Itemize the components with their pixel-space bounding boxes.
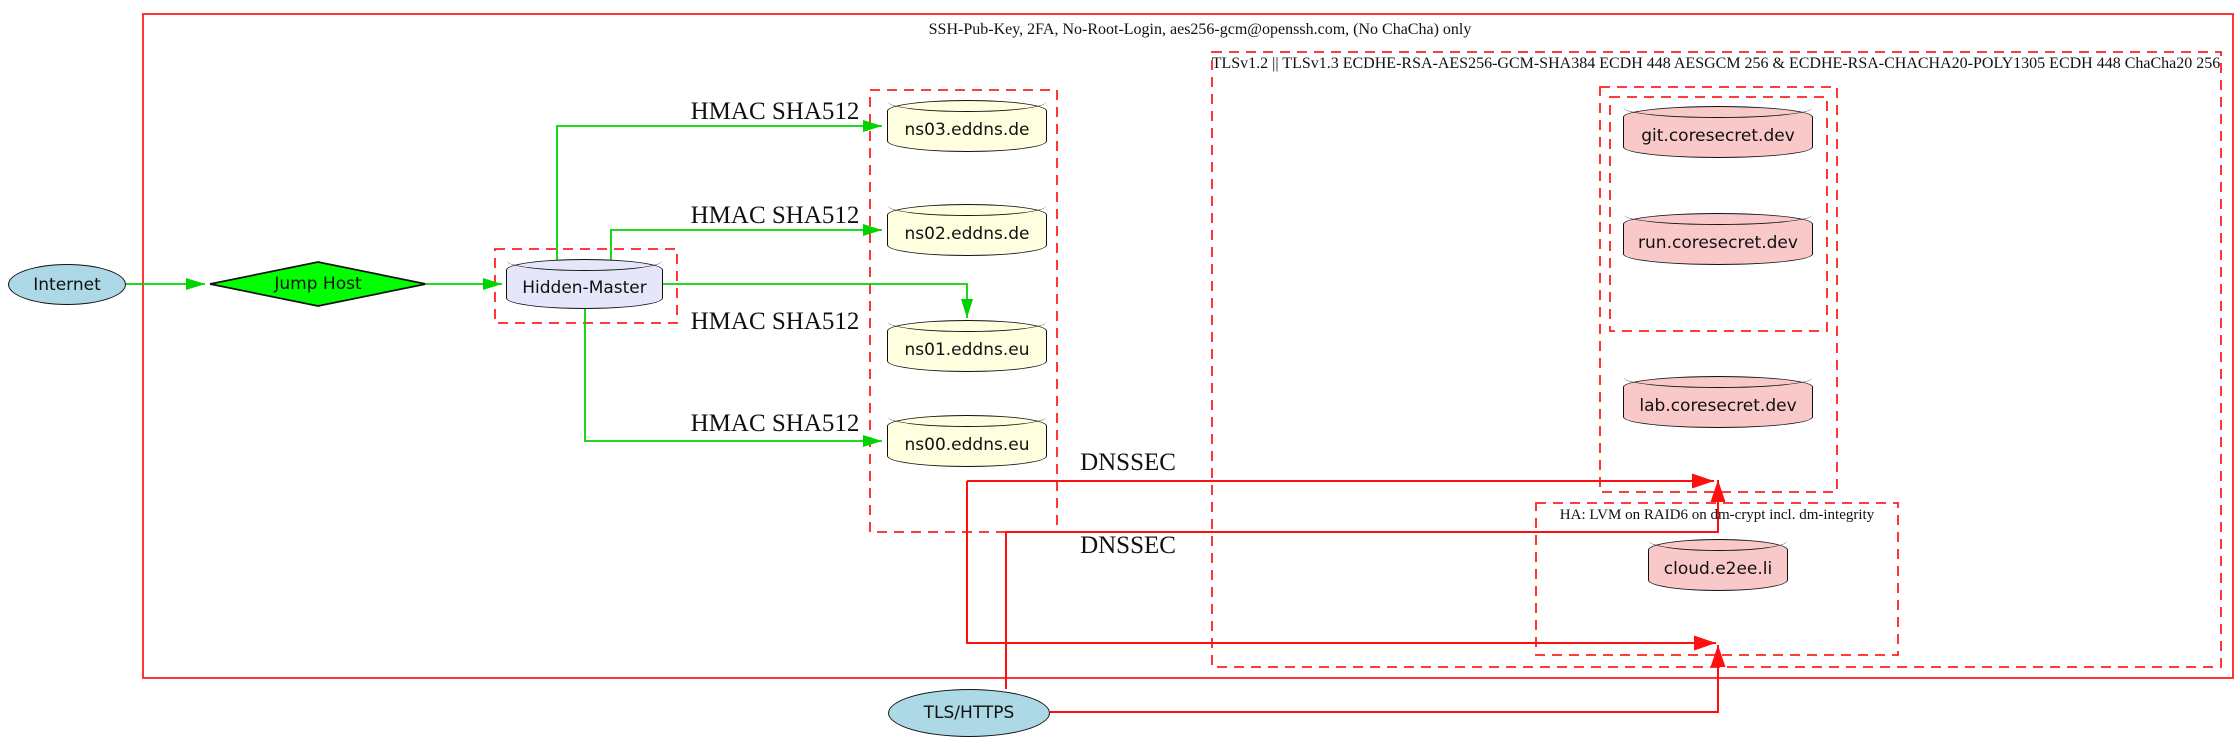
- node-jump-host: Jump Host: [274, 274, 362, 294]
- cluster-coresecret-inner-border: [1609, 96, 1828, 332]
- node-git-coresecret: git.coresecret.dev: [1623, 106, 1813, 158]
- edge-tlshttps-to-cloud: [1050, 645, 1726, 713]
- node-tls-https: TLS/HTTPS: [888, 689, 1050, 737]
- node-ns03: ns03.eddns.de: [887, 100, 1047, 152]
- edge-label-hmac-ns01: HMAC SHA512: [690, 308, 860, 335]
- edge-dnssec-lower: [966, 481, 1716, 651]
- edge-label-hmac-ns02: HMAC SHA512: [690, 202, 860, 229]
- node-ns00: ns00.eddns.eu: [887, 415, 1047, 467]
- node-lab-coresecret: lab.coresecret.dev: [1623, 376, 1813, 428]
- edge-hiddenmaster-to-ns00: [584, 309, 882, 447]
- node-hidden-master: Hidden-Master: [506, 259, 663, 309]
- node-ns02: ns02.eddns.de: [887, 204, 1047, 256]
- edge-label-hmac-ns00: HMAC SHA512: [690, 410, 860, 437]
- edge-hiddenmaster-to-ns01: [663, 283, 973, 318]
- edge-label-hmac-ns03: HMAC SHA512: [690, 98, 860, 125]
- node-run-coresecret: run.coresecret.dev: [1623, 213, 1813, 265]
- edge-hiddenmaster-to-ns02: [610, 224, 882, 260]
- edge-label-dnssec-upper: DNSSEC: [1080, 449, 1176, 476]
- edge-hiddenmaster-to-ns03: [556, 120, 882, 260]
- node-cloud-e2ee: cloud.e2ee.li: [1648, 539, 1788, 591]
- cluster-ha-border: [1535, 502, 1899, 656]
- edge-tlshttps-to-coresecret: [1005, 480, 1726, 689]
- cluster-nameservers-border: [869, 89, 1058, 533]
- cluster-ssh-border: [142, 13, 2234, 679]
- node-ns01: ns01.eddns.eu: [887, 320, 1047, 372]
- node-internet: Internet: [8, 264, 126, 305]
- cluster-ssh-label: SSH-Pub-Key, 2FA, No-Root-Login, aes256-…: [928, 21, 1472, 38]
- edge-label-dnssec-lower: DNSSEC: [1080, 532, 1176, 559]
- cluster-ha-label: HA: LVM on RAID6 on dm-crypt incl. dm-in…: [1559, 507, 1875, 523]
- cluster-tls-label: TLSv1.2 || TLSv1.3 ECDHE-RSA-AES256-GCM-…: [1211, 55, 2221, 72]
- cluster-tls-border: [1211, 51, 2222, 668]
- cluster-hidden-master-border: [494, 248, 678, 324]
